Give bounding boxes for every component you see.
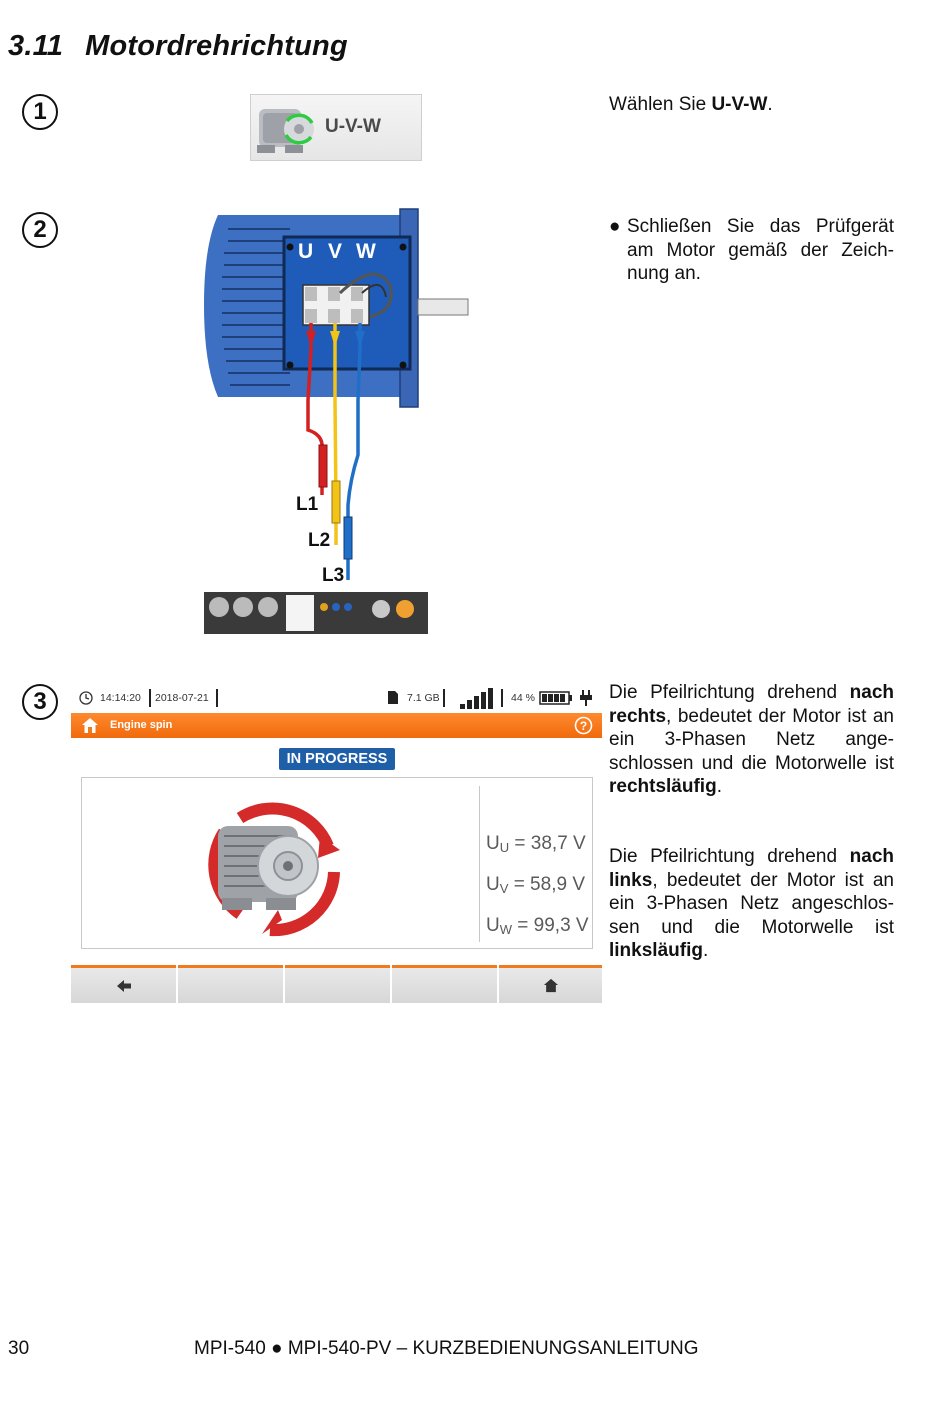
device-screen: 14:14:20 2018-07-21 7.1 GB 44 % Engine s…	[71, 683, 602, 1003]
status-separator	[216, 689, 218, 707]
motor-connection-diagram	[204, 208, 469, 634]
step-3-number: 3	[33, 688, 47, 715]
step-2-instruction: ● Schließen Sie das Prüfgerät am Motor g…	[609, 216, 894, 284]
page-number: 30	[8, 1338, 30, 1359]
sd-card-icon	[388, 691, 398, 704]
svg-text:?: ?	[580, 719, 587, 733]
step-2-marker: 2	[22, 212, 58, 248]
step-1-marker: 1	[22, 94, 58, 130]
panel-divider	[479, 786, 480, 942]
lead-label-l1: L1	[296, 494, 319, 515]
step-1-instruction: Wählen Sie U-V-W.	[609, 94, 773, 115]
status-badge: IN PROGRESS	[279, 748, 395, 770]
uvw-emphasis: U-V-W	[711, 94, 768, 115]
terminal-label-v: V	[328, 240, 343, 263]
voltage-reading-w: UW = 99,3 V	[486, 915, 589, 937]
lead-label-l2: L2	[308, 530, 331, 551]
voltage-reading-v: UV = 58,9 V	[486, 874, 585, 896]
motor-rotation-right-icon	[208, 802, 340, 937]
power-plug-icon	[580, 690, 592, 706]
home-icon	[543, 978, 558, 993]
motor-rotation-icon	[257, 109, 314, 153]
lead-label-l3: L3	[322, 565, 345, 586]
back-button[interactable]	[71, 965, 176, 1003]
signal-strength-icon	[460, 688, 493, 709]
help-icon[interactable]: ?	[574, 716, 593, 735]
step-3-right-rotation-text: Die Pfeilrichtung drehend nach rechts, b…	[609, 682, 894, 797]
back-arrow-icon	[116, 979, 131, 992]
bullet-icon: ●	[609, 216, 621, 237]
measurement-panel: UU = 38,7 V UV = 58,9 V UW = 99,3 V	[81, 777, 593, 949]
storage-free: 7.1 GB	[407, 692, 440, 704]
footer-title: MPI-540 ● MPI-540-PV – KURZBEDIENUNGSANL…	[194, 1338, 699, 1359]
section-title: 3.11 Motordrehrichtung	[8, 30, 348, 63]
voltage-reading-u: UU = 38,7 V	[486, 833, 586, 855]
screen-title: Engine spin	[110, 719, 173, 731]
screen-header: Engine spin ?	[71, 713, 602, 738]
status-bar: 14:14:20 2018-07-21 7.1 GB 44 %	[71, 683, 602, 712]
status-time: 14:14:20	[100, 692, 141, 704]
status-separator	[149, 689, 151, 707]
home-icon[interactable]	[81, 717, 99, 734]
terminal-label-u: U	[298, 240, 314, 263]
step-2-number: 2	[33, 216, 47, 243]
status-date: 2018-07-21	[155, 692, 209, 704]
terminal-label-w: W	[356, 240, 376, 263]
uvw-tile-label: U-V-W	[325, 116, 381, 137]
uvw-function-tile[interactable]: U-V-W	[250, 94, 422, 161]
function-button-2[interactable]	[178, 965, 283, 1003]
function-button-4[interactable]	[392, 965, 497, 1003]
status-separator	[501, 689, 503, 707]
home-button[interactable]	[499, 965, 602, 1003]
function-button-bar	[71, 965, 602, 1003]
step-3-marker: 3	[22, 684, 58, 720]
step-3-left-rotation-text: Die Pfeilrichtung drehend nach links, be…	[609, 846, 894, 961]
clock-icon	[79, 691, 93, 705]
section-heading: Motordrehrichtung	[85, 30, 348, 62]
status-separator	[443, 689, 445, 707]
step-1-number: 1	[33, 98, 47, 125]
function-button-3[interactable]	[285, 965, 390, 1003]
section-number: 3.11	[8, 30, 64, 62]
battery-percent: 44 %	[511, 692, 535, 704]
battery-icon	[539, 691, 572, 705]
